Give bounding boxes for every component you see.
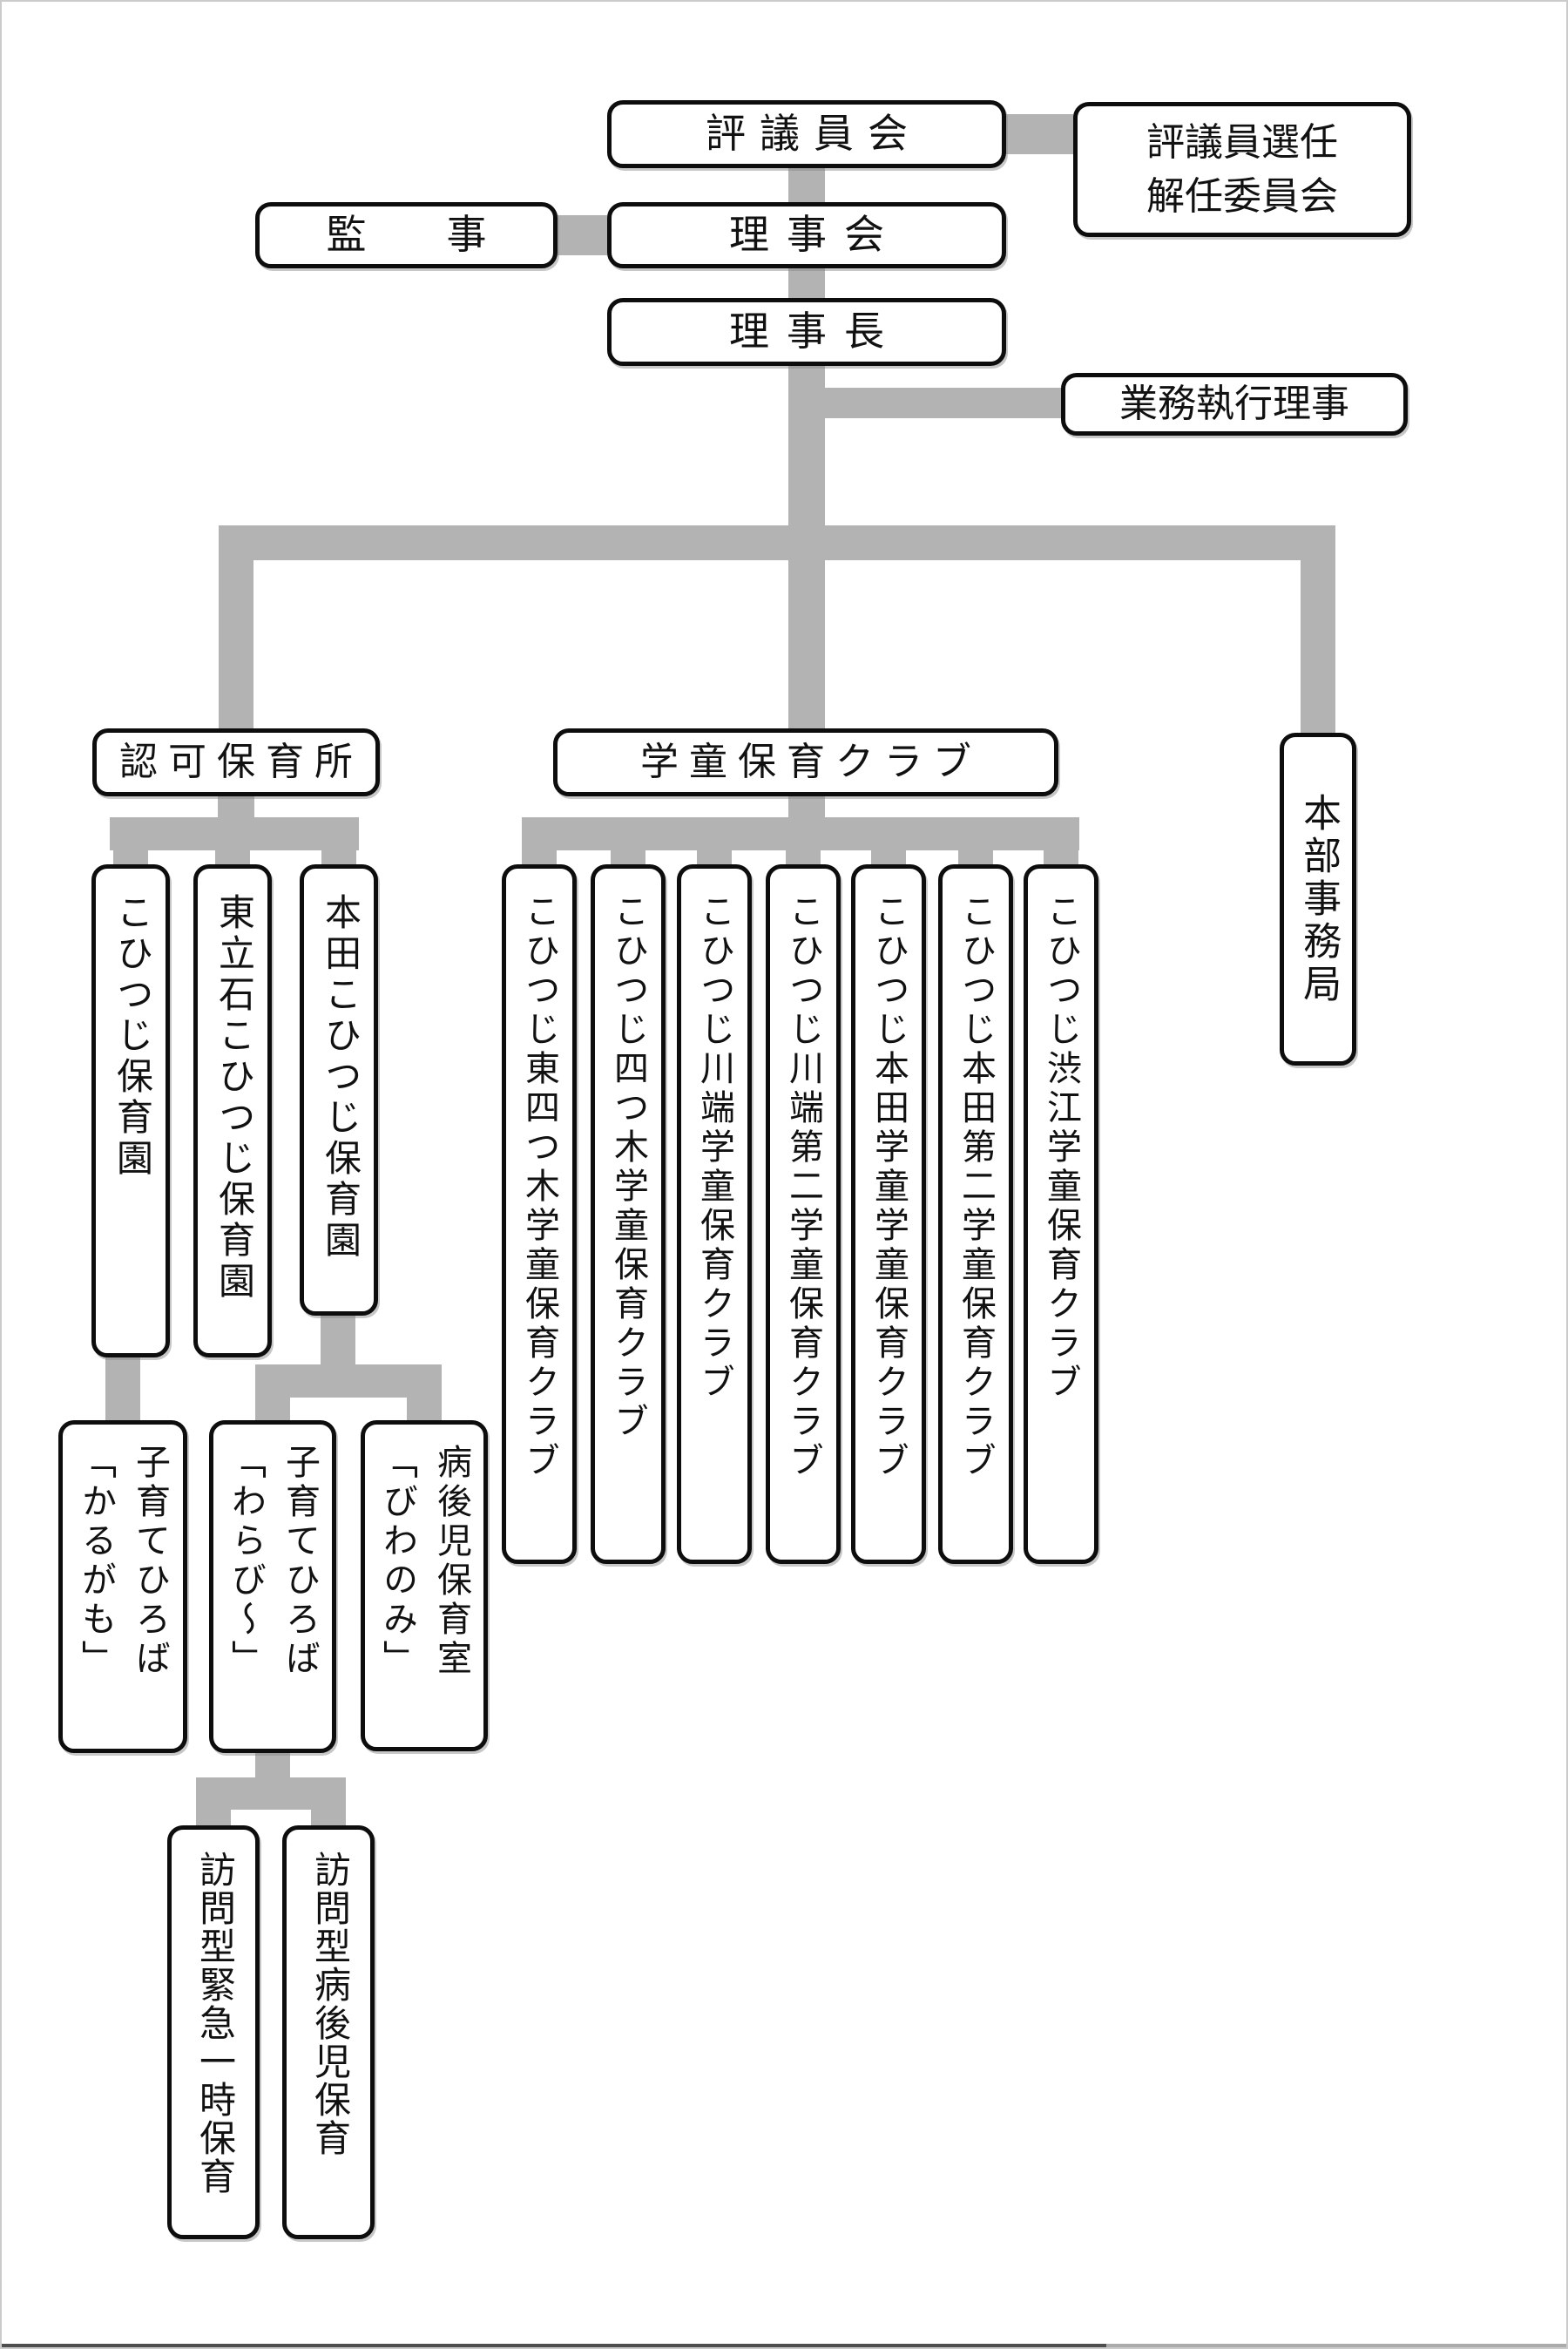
connector-nursery-drop-1: [113, 850, 148, 864]
node-head-office: 本部事務局: [1280, 733, 1356, 1066]
node-kosodate-karugamo: 子育てひろば 「かるがも」: [58, 1420, 187, 1753]
node-club-higashiyotsugi: こひつじ東四つ木学童保育クラブ: [502, 864, 577, 1564]
connector-drop-headoffice: [1301, 560, 1335, 733]
node-councillors: 評議員会: [607, 100, 1006, 168]
node-nursery-kohitsuji: こひつじ保育園: [91, 864, 170, 1357]
node-auditors: 監 事: [255, 202, 558, 268]
node-club-honda-daini: こひつじ本田第二学童保育クラブ: [938, 864, 1013, 1564]
connector-club-drop-7: [1044, 850, 1078, 864]
connector-councillors-board: [788, 168, 825, 202]
connector-nursery-trunk: [218, 796, 254, 817]
node-club-honda: こひつじ本田学童学童保育クラブ: [851, 864, 926, 1564]
connector-honda-trunk: [321, 1316, 355, 1364]
connector-nursery-drop-3: [321, 850, 356, 864]
connector-honda-drop-left: [255, 1398, 290, 1420]
connector-warabi-bar: [196, 1777, 346, 1810]
node-club-shibue: こひつじ渋江学童保育クラブ: [1024, 864, 1098, 1564]
node-visiting-sick-child-care: 訪問型病後児保育: [282, 1825, 375, 2239]
connector-branch-bar: [219, 525, 1335, 560]
connector-warabi-trunk: [255, 1753, 290, 1777]
connector-honda-drop-right: [407, 1398, 442, 1420]
connector-nursery-bar: [110, 817, 359, 850]
bottom-edge-dark: [0, 2344, 1106, 2349]
node-executive-director: 業務執行理事: [1061, 373, 1408, 436]
connector-club-bar: [522, 817, 1079, 850]
connector-club-drop-5: [871, 850, 906, 864]
node-kosodate-warabi: 子育てひろば 「わらび〜」: [209, 1420, 336, 1753]
connector-warabi-drop-left: [196, 1810, 231, 1825]
connector-club-drop-4: [786, 850, 821, 864]
connector-executive-director: [807, 388, 1061, 418]
connector-honda-bar: [255, 1364, 442, 1398]
connector-club-drop-1: [522, 850, 557, 864]
connector-auditors-board: [558, 215, 607, 255]
node-club-kawabata-daini: こひつじ川端第二学童保育クラブ: [766, 864, 841, 1564]
node-nursery-higashitateishi: 東立石こひつじ保育園: [193, 864, 272, 1357]
connector-karugamo-trunk: [105, 1357, 140, 1420]
node-board-of-directors: 理事会: [607, 202, 1006, 268]
node-club-yotsugi: こひつじ四つ木学童保育クラブ: [591, 864, 666, 1564]
bottom-edge-light: [1106, 2344, 1568, 2349]
connector-drop-nurseries: [219, 560, 253, 728]
node-visiting-emergency-care: 訪問型緊急一時保育: [167, 1825, 260, 2239]
node-chairman: 理事長: [607, 298, 1006, 366]
node-club-kawabata: こひつじ川端学童保育クラブ: [677, 864, 752, 1564]
connector-board-chairman: [788, 268, 825, 298]
node-byogoji-biwanomi: 病後児保育室 「びわのみ」: [361, 1420, 488, 1751]
connector-nursery-drop-2: [215, 850, 250, 864]
connector-warabi-drop-right: [311, 1810, 346, 1825]
node-nursery-honda: 本田こひつじ保育園: [300, 864, 378, 1316]
connector-club-drop-3: [697, 850, 732, 864]
node-licensed-nurseries-header: 認可保育所: [92, 728, 380, 796]
connector-club-drop-2: [611, 850, 645, 864]
node-afterschool-clubs-header: 学童保育クラブ: [553, 728, 1058, 796]
connector-councillors-committee: [1006, 114, 1073, 154]
connector-club-trunk: [788, 796, 825, 817]
node-councillor-committee: 評議員選任 解任委員会: [1073, 102, 1411, 237]
connector-club-drop-6: [958, 850, 993, 864]
